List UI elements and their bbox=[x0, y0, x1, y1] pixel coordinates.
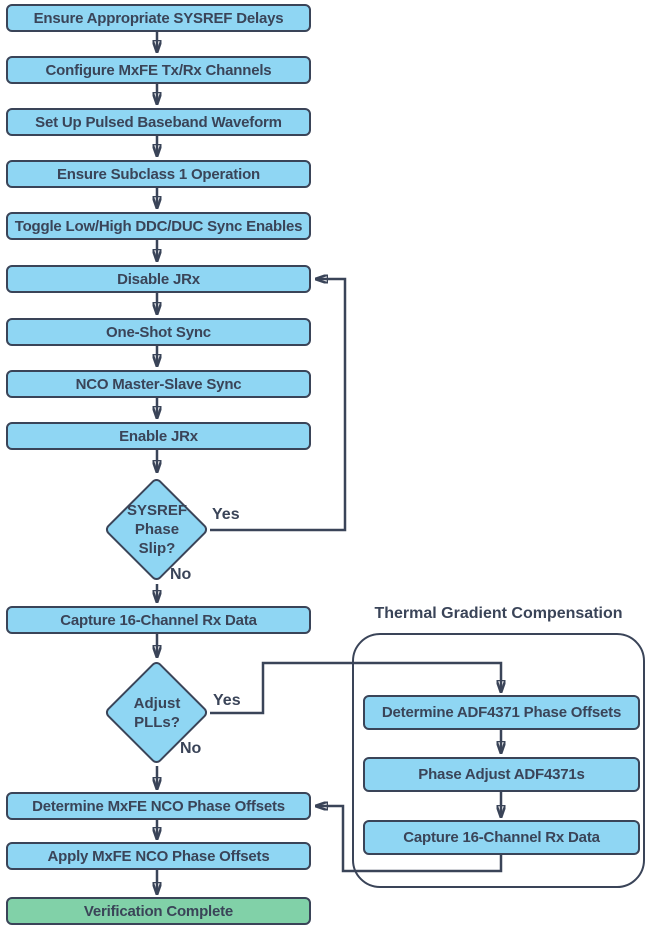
step-ensure-sysref-delays: Ensure Appropriate SYSREF Delays bbox=[6, 4, 311, 32]
step-label: Configure MxFE Tx/Rx Channels bbox=[45, 61, 272, 79]
subprocess-title: Thermal Gradient Compensation bbox=[374, 605, 623, 622]
step-label: Phase Adjust ADF4371s bbox=[418, 766, 585, 783]
step-ensure-subclass1-operation: Ensure Subclass 1 Operation bbox=[6, 160, 311, 188]
step-one-shot-sync: One-Shot Sync bbox=[6, 318, 311, 346]
edge-label-pll-no: No bbox=[180, 740, 202, 757]
step-label: Ensure Subclass 1 Operation bbox=[56, 165, 260, 183]
decision-text-line: Slip? bbox=[138, 540, 176, 557]
step-verification-complete: Verification Complete bbox=[6, 897, 311, 925]
step-label: Set Up Pulsed Baseband Waveform bbox=[35, 113, 282, 131]
step-label: Enable JRx bbox=[119, 427, 198, 445]
step-label: One-Shot Sync bbox=[106, 323, 211, 341]
substep-phase-adjust-adf4371s: Phase Adjust ADF4371s bbox=[363, 757, 640, 792]
step-toggle-ddc-duc-sync-enables: Toggle Low/High DDC/DUC Sync Enables bbox=[6, 212, 311, 240]
subprocess-container bbox=[352, 633, 645, 888]
step-disable-jrx: Disable JRx bbox=[6, 265, 311, 293]
step-label: Verification Complete bbox=[83, 902, 234, 920]
edge-label-sysref-yes: Yes bbox=[212, 506, 240, 523]
decision-text-line: Adjust bbox=[133, 695, 181, 712]
decision-text-line: PLLs? bbox=[134, 714, 180, 731]
step-label: Determine ADF4371 Phase Offsets bbox=[381, 704, 622, 721]
decision-text-line: Phase bbox=[134, 521, 180, 538]
arrow-sysref-yes-loop bbox=[210, 279, 347, 532]
step-enable-jrx: Enable JRx bbox=[6, 422, 311, 450]
step-nco-master-slave-sync: NCO Master-Slave Sync bbox=[6, 370, 311, 398]
substep-capture-16ch-rx-data: Capture 16-Channel Rx Data bbox=[363, 820, 640, 855]
step-label: Determine MxFE NCO Phase Offsets bbox=[32, 797, 285, 815]
step-label: Capture 16-Channel Rx Data bbox=[403, 829, 600, 846]
step-label: Disable JRx bbox=[117, 270, 200, 288]
decision-text-line: SYSREF bbox=[126, 502, 187, 519]
step-label: Toggle Low/High DDC/DUC Sync Enables bbox=[14, 217, 303, 235]
step-configure-mxfe-channels: Configure MxFE Tx/Rx Channels bbox=[6, 56, 311, 84]
step-setup-pulsed-baseband-waveform: Set Up Pulsed Baseband Waveform bbox=[6, 108, 311, 136]
edge-label-sysref-no: No bbox=[170, 566, 192, 583]
decision-sysref-label: SYSREF Phase Slip? bbox=[107, 501, 207, 558]
step-determine-mxfe-nco-phase-offsets: Determine MxFE NCO Phase Offsets bbox=[6, 792, 311, 820]
substep-determine-adf4371-phase-offsets: Determine ADF4371 Phase Offsets bbox=[363, 695, 640, 730]
edge-label-pll-yes: Yes bbox=[213, 692, 241, 709]
step-apply-mxfe-nco-phase-offsets: Apply MxFE NCO Phase Offsets bbox=[6, 842, 311, 870]
step-capture-16ch-rx-data: Capture 16-Channel Rx Data bbox=[6, 606, 311, 634]
step-label: Capture 16-Channel Rx Data bbox=[60, 611, 257, 629]
step-label: NCO Master-Slave Sync bbox=[75, 375, 242, 393]
step-label: Apply MxFE NCO Phase Offsets bbox=[47, 847, 270, 865]
step-label: Ensure Appropriate SYSREF Delays bbox=[33, 9, 284, 27]
decision-pll-label: Adjust PLLs? bbox=[107, 694, 207, 732]
